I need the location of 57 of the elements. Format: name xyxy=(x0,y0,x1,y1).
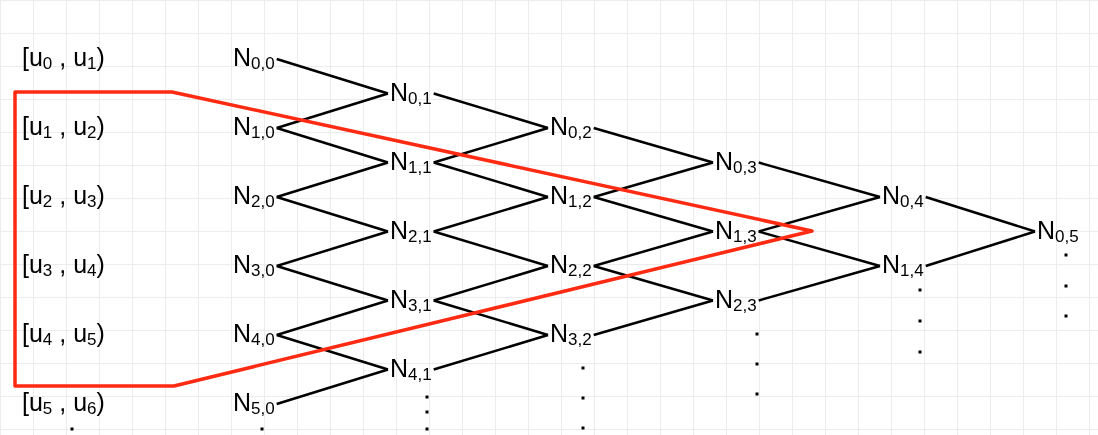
connector-line xyxy=(593,230,714,268)
connector-line xyxy=(276,195,389,233)
basis-function-label: N$_{4,0}$ xyxy=(233,318,275,348)
connector-line xyxy=(593,161,714,199)
basis-function-label: N$_{2,2}$ xyxy=(550,249,592,279)
basis-function-label: N$_{1,0}$ xyxy=(233,111,275,141)
connector-line xyxy=(925,230,1036,268)
basis-function-label: N$_{2,1}$ xyxy=(390,214,432,245)
connector-line xyxy=(925,195,1036,233)
basis-function-label: N$_{3,1}$ xyxy=(390,283,432,314)
basis-function-label: N$_{1,1}$ xyxy=(390,145,432,176)
connector-line xyxy=(593,299,714,337)
connector-line xyxy=(276,264,389,302)
basis-function-label: N$_{0,3}$ xyxy=(715,145,757,176)
connector-line xyxy=(433,161,549,199)
connector-line xyxy=(433,92,549,130)
interval-label: [u$_{4}$ , u$_{5}$) xyxy=(22,318,105,348)
connector-line xyxy=(758,230,881,268)
connector-line xyxy=(758,264,881,302)
connector-line xyxy=(433,230,549,268)
basis-function-label: N$_{5,0}$ xyxy=(233,387,275,417)
basis-function-label: N$_{0,1}$ xyxy=(390,76,432,107)
basis-function-label: N$_{1,4}$ xyxy=(882,249,924,279)
basis-function-label: N$_{3,0}$ xyxy=(233,249,275,279)
connector-line xyxy=(276,230,389,268)
connector-line xyxy=(758,161,881,199)
connector-line xyxy=(593,195,714,233)
connector-line xyxy=(433,333,549,371)
connector-line xyxy=(593,126,714,164)
connector-line xyxy=(433,299,549,337)
connector-line xyxy=(276,333,389,371)
connector-line xyxy=(276,92,389,130)
basis-function-label: N$_{2,0}$ xyxy=(233,180,275,210)
connector-line xyxy=(433,195,549,233)
connector-line xyxy=(433,126,549,164)
interval-label: [u$_{3}$ , u$_{4}$) xyxy=(22,249,105,279)
connector-line xyxy=(593,264,714,302)
connector-line xyxy=(433,264,549,302)
interval-label: [u$_{2}$ , u$_{3}$) xyxy=(22,180,105,210)
interval-label: [u$_{0}$ , u$_{1}$) xyxy=(22,42,105,72)
connector-line xyxy=(758,195,881,233)
connector-line xyxy=(276,368,389,406)
basis-function-label: N$_{0,0}$ xyxy=(233,42,275,72)
connector-line xyxy=(276,126,389,164)
basis-function-label: N$_{0,5}$ xyxy=(1037,214,1079,245)
interval-label: [u$_{1}$ , u$_{2}$) xyxy=(22,111,105,141)
interval-label: [u$_{5}$ , u$_{6}$) xyxy=(22,387,105,417)
basis-function-label: N$_{3,2}$ xyxy=(550,318,592,348)
basis-function-label: N$_{2,3}$ xyxy=(715,283,757,314)
basis-function-label: N$_{1,3}$ xyxy=(715,214,757,245)
basis-function-label: N$_{4,1}$ xyxy=(390,352,432,383)
connector-line xyxy=(276,161,389,199)
connector-line xyxy=(276,57,389,95)
basis-function-label: N$_{0,4}$ xyxy=(882,180,924,210)
basis-function-label: N$_{0,2}$ xyxy=(550,111,592,141)
connector-line xyxy=(276,299,389,337)
basis-function-label: N$_{1,2}$ xyxy=(550,180,592,210)
